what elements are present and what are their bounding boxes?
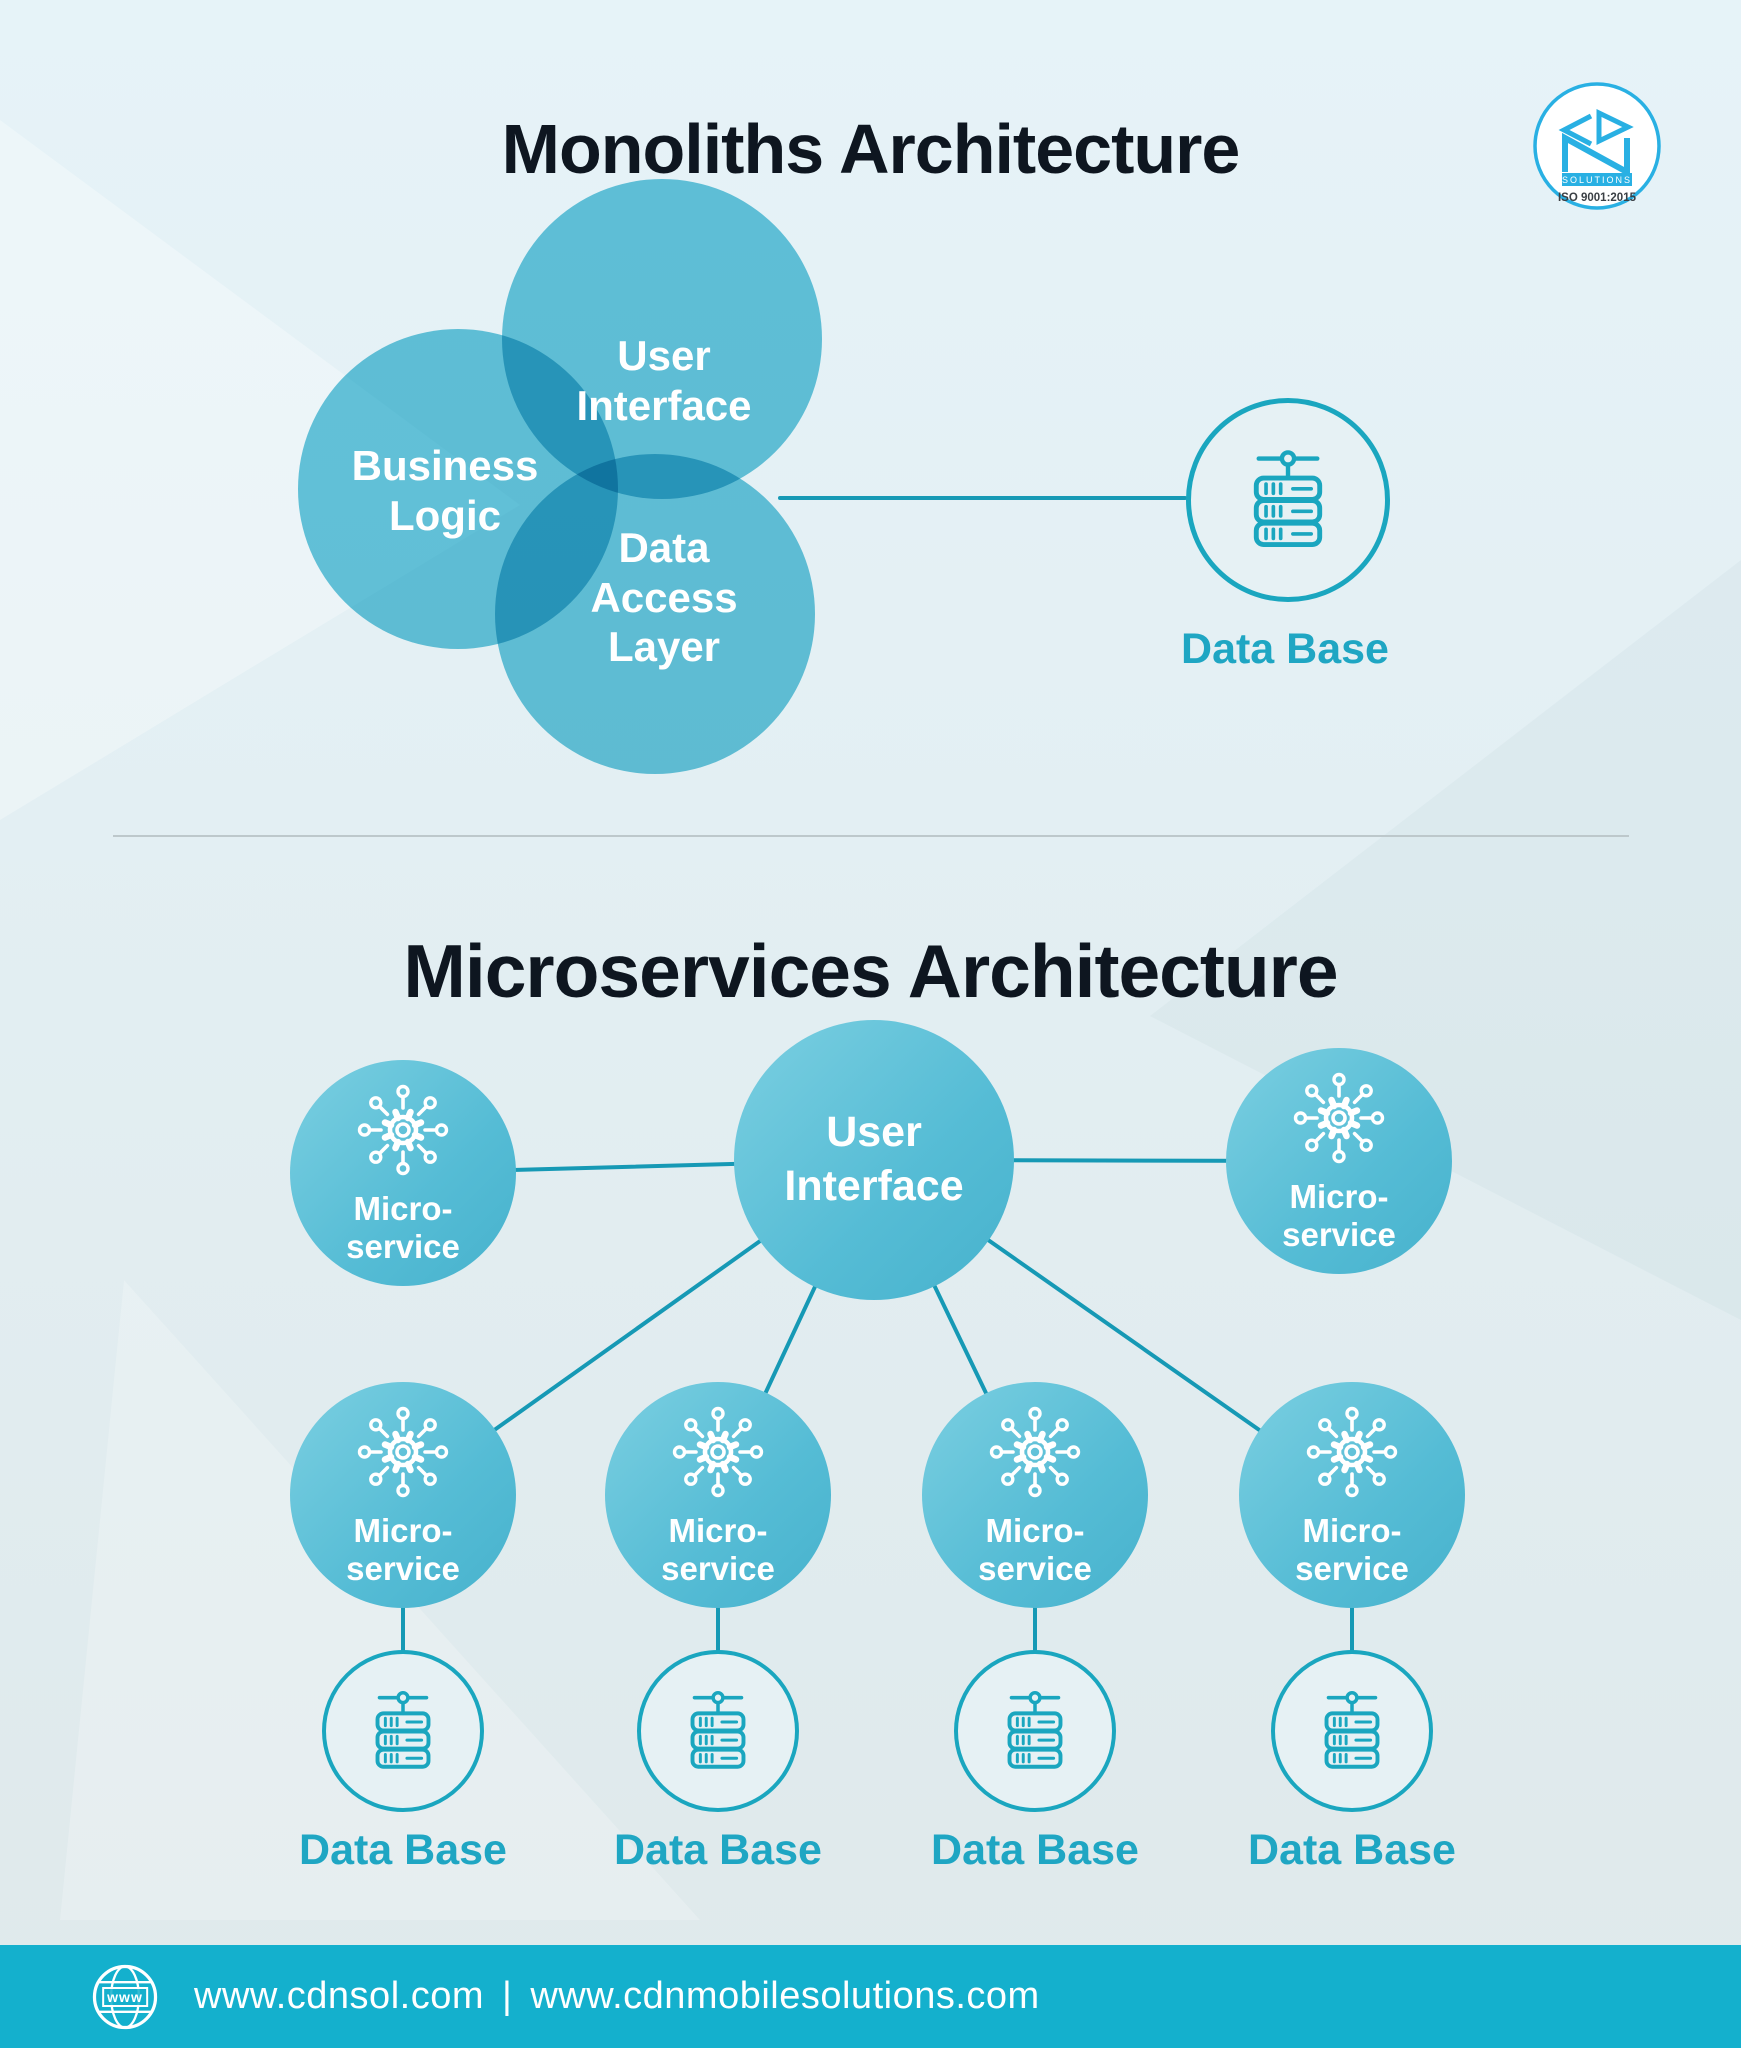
microservice-icon [353,1402,453,1502]
monolith-database-label: Data Base [1181,625,1389,673]
ui-hub-label: User Interface [784,1106,963,1214]
venn-line: Layer [607,623,721,671]
database-label-4: Data Base [1248,1826,1456,1874]
database-node-1 [322,1650,484,1812]
microservice-icon [353,1080,453,1180]
footer-bar: www www.cdnsol.com | www.cdnmobilesolution… [0,1945,1741,2048]
database-node-3 [954,1650,1116,1812]
section-divider [113,835,1629,837]
ms-line: service [1282,1216,1396,1253]
monolith-database-node [1186,398,1390,602]
monolith-title: Monoliths Architecture [501,109,1241,188]
ms-line: service [661,1550,775,1587]
venn-line: Interface [576,381,752,429]
database-icon [986,1682,1084,1780]
cdn-mark [1558,109,1634,178]
venn-label-user-interface: User Interface [514,331,814,430]
ms-line: Micro- [985,1512,1085,1550]
microservice-label: Micro- service [346,1512,460,1588]
logo-ring [1533,82,1661,210]
venn-line: Access [590,573,738,621]
microservice-label: Micro- service [978,1512,1092,1588]
venn-line: Business [351,442,539,489]
ms-line: Micro- [353,1190,453,1228]
venn-circle-data-access [495,454,815,774]
database-icon [1227,439,1349,561]
ms-line: Micro- [1289,1178,1389,1216]
globe-icon: www [88,1960,162,2034]
microservice-circle-top-right: Micro- service [1226,1048,1452,1274]
microservice-circle-top-left: Micro- service [290,1060,516,1286]
ms-line: service [1295,1550,1409,1587]
database-node-2 [637,1650,799,1812]
microservice-icon [1289,1068,1389,1168]
ms-line: service [346,1228,460,1265]
microservices-title: Microservices Architecture [403,929,1338,1014]
logo-iso-label: ISO 9001:2015 [1558,192,1637,204]
microservice-circle-3: Micro- service [922,1382,1148,1608]
microservice-label: Micro- service [1295,1512,1409,1588]
ui-line: Interface [784,1162,964,1210]
ui-line: User [826,1108,922,1157]
database-icon [669,1682,767,1780]
venn-line: Logic [389,491,501,539]
venn-label-data-access: Data Access Layer [514,523,814,672]
globe-www-label: www [102,1986,148,2007]
venn-label-business-logic: Business Logic [285,441,605,540]
ms-line: service [978,1550,1092,1587]
microservice-circle-1: Micro- service [290,1382,516,1608]
database-icon [1303,1682,1401,1780]
microservice-icon [1302,1402,1402,1502]
ms-line: Micro- [1302,1512,1402,1550]
database-node-4 [1271,1650,1433,1812]
database-label-1: Data Base [299,1826,507,1874]
microservice-label: Micro- service [661,1512,775,1588]
ui-hub-circle: User Interface [734,1020,1014,1300]
footer-url-cdnmobile: www.cdnmobilesolutions.com [530,1975,1040,2017]
footer-urls: www.cdnsol.com | www.cdnmobilesolutions.co… [194,1975,1040,2018]
logo-solutions-label: SOLUTIONS [1562,175,1632,185]
company-logo: SOLUTIONS ISO 9001:2015 [1531,80,1663,217]
footer-separator: | [501,1975,513,2017]
ms-line: service [346,1550,460,1587]
microservice-circle-2: Micro- service [605,1382,831,1608]
database-icon [354,1682,452,1780]
ms-line: Micro- [668,1512,768,1550]
footer-url-cdnsol: www.cdnsol.com [194,1975,484,2017]
microservice-icon [985,1402,1085,1502]
microservice-label: Micro- service [1282,1178,1396,1254]
database-label-3: Data Base [931,1826,1139,1874]
microservice-circle-4: Micro- service [1239,1382,1465,1608]
venn-line: Data [618,524,710,571]
database-label-2: Data Base [614,1826,822,1874]
ms-line: Micro- [353,1512,453,1550]
microservice-icon [668,1402,768,1502]
venn-line: User [617,332,711,379]
logo-solutions-bar [1562,173,1632,186]
microservice-label: Micro- service [346,1190,460,1266]
